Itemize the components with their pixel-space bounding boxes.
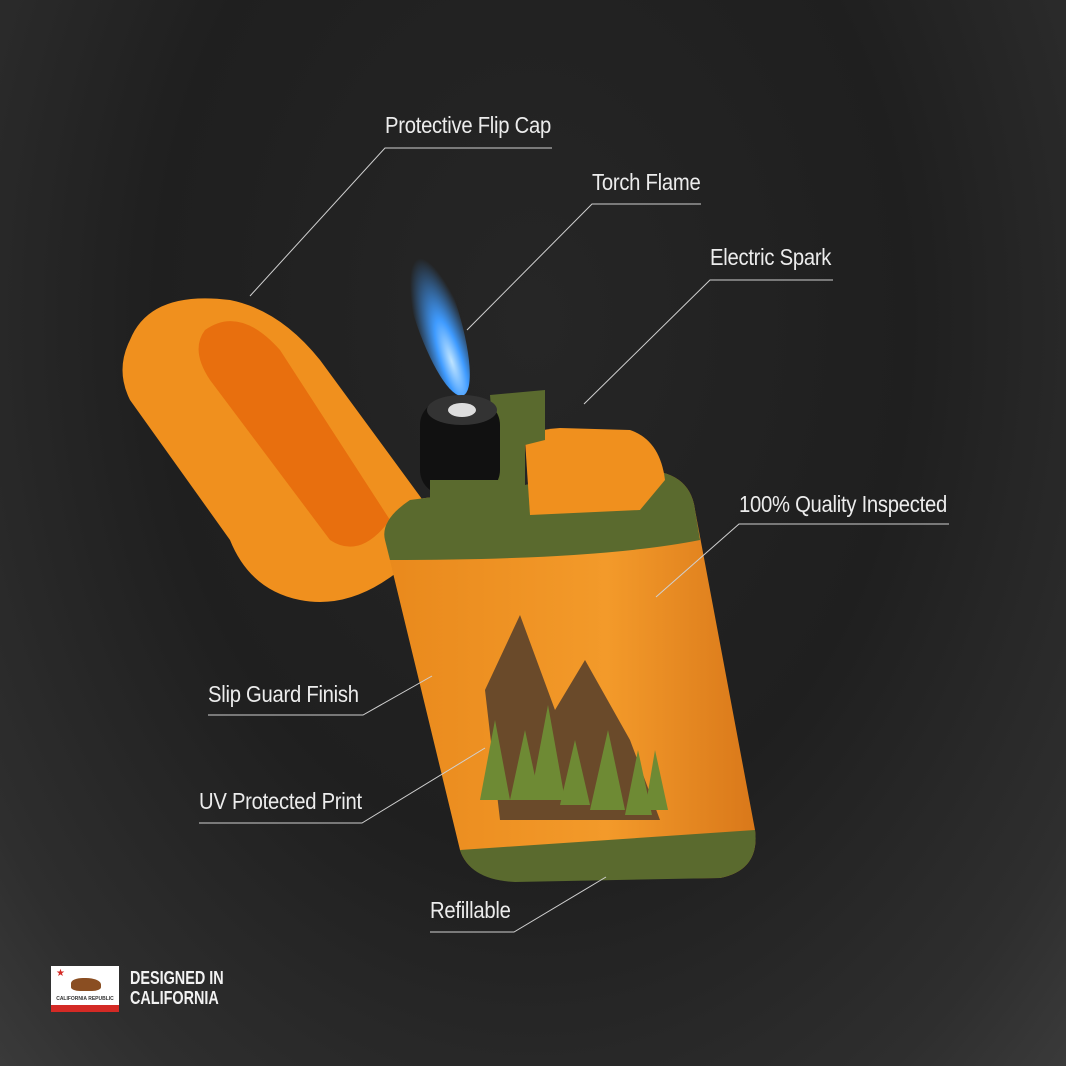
designed-in-california: DESIGNED IN CALIFORNIA [130, 968, 224, 1008]
callout-torch-flame: Torch Flame [592, 169, 701, 195]
callout-slip-guard-finish: Slip Guard Finish [208, 681, 359, 707]
flag-stripe [51, 1005, 119, 1012]
bear-icon [71, 978, 101, 991]
callout-refillable: Refillable [430, 897, 511, 923]
lighter-body [384, 390, 756, 882]
designed-line-1: DESIGNED IN [130, 968, 224, 988]
california-flag: ★ CALIFORNIA REPUBLIC [51, 966, 119, 1012]
torch-flame [400, 224, 470, 396]
callout-electric-spark: Electric Spark [710, 244, 832, 270]
callout-lines [199, 147, 949, 933]
flip-cap [122, 298, 430, 602]
flag-text: CALIFORNIA REPUBLIC [56, 996, 114, 1002]
callout-quality-inspected: 100% Quality Inspected [739, 491, 947, 517]
callout-uv-protected-print: UV Protected Print [199, 788, 362, 814]
star-icon: ★ [56, 968, 65, 979]
callout-protective-flip-cap: Protective Flip Cap [385, 112, 551, 138]
designed-line-2: CALIFORNIA [130, 988, 219, 1008]
